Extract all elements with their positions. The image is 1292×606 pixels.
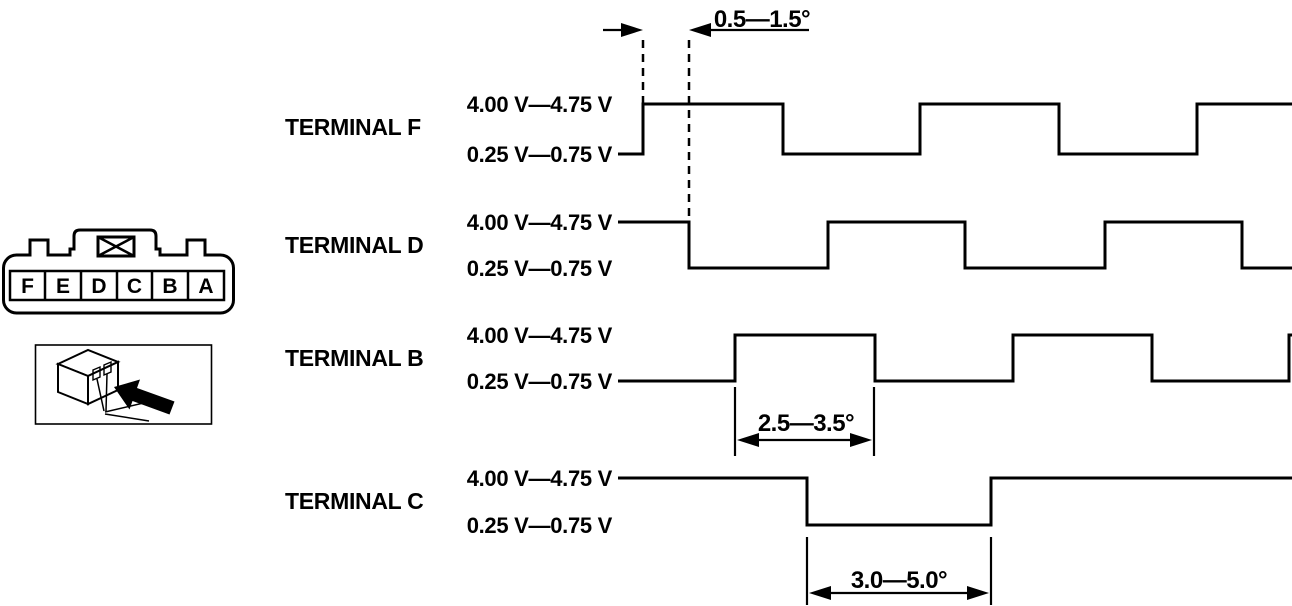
arrowhead-icon	[737, 433, 759, 447]
probe-wire	[96, 378, 105, 412]
lock-box-diagonal	[97, 235, 135, 258]
arrowhead-icon	[621, 23, 643, 37]
press-direction-arrow-icon	[114, 379, 175, 415]
terminal-b-pulse-width-label: 2.5—3.5°	[758, 410, 854, 437]
probe-lead	[104, 413, 150, 422]
terminal-d-label: TERMINAL D	[285, 232, 423, 258]
pin-label-c: C	[127, 275, 142, 298]
terminal-slot	[103, 360, 112, 377]
terminal-c-pulse-width-label: 3.0—5.0°	[851, 567, 947, 594]
arrowhead-icon	[689, 23, 711, 37]
terminal-b-high-voltage-label: 4.00 V—4.75 V	[467, 323, 613, 348]
terminal-b-label: TERMINAL B	[285, 345, 423, 371]
terminal-f-low-voltage-label: 0.25 V—0.75 V	[467, 142, 613, 167]
terminal-f-label: TERMINAL F	[285, 114, 421, 140]
terminal-f-high-voltage-label: 4.00 V—4.75 V	[467, 92, 613, 117]
connector-left-tab	[28, 238, 50, 257]
pin-label-d: D	[91, 275, 106, 298]
waveform-terminal-b	[618, 333, 1292, 383]
waveform-terminal-c	[618, 476, 1292, 527]
phase-offset-dimension-label: 0.5—1.5°	[714, 6, 810, 33]
dimension-annotations	[603, 23, 993, 605]
arrowhead-icon	[967, 586, 989, 600]
waveform-terminal-d	[618, 220, 1292, 270]
dimension-annotation	[805, 537, 993, 605]
pin-label-f: F	[21, 275, 34, 298]
terminal-b-low-voltage-label: 0.25 V—0.75 V	[467, 369, 613, 394]
connector-right-tab	[185, 238, 207, 257]
probe-wire	[105, 373, 108, 412]
connector-pinout-drawing: F E D C B A	[2, 228, 235, 315]
backprobe-icon	[34, 344, 213, 425]
pin-label-a: A	[198, 275, 213, 298]
waveform-terminal-f	[618, 102, 1292, 156]
dimension-annotation	[733, 387, 876, 456]
dimension-annotation	[603, 23, 809, 37]
terminal-c-low-voltage-label: 0.25 V—0.75 V	[467, 513, 613, 538]
terminal-c-label: TERMINAL C	[285, 488, 423, 514]
backprobe-icon-frame	[34, 344, 213, 425]
terminal-d-high-voltage-label: 4.00 V—4.75 V	[467, 210, 613, 235]
terminal-waveforms	[618, 102, 1292, 527]
arrowhead-icon	[850, 433, 872, 447]
pin-label-e: E	[56, 275, 70, 298]
terminal-c-high-voltage-label: 4.00 V—4.75 V	[467, 466, 613, 491]
phase-guide-lines	[641, 40, 691, 222]
terminal-d-low-voltage-label: 0.25 V—0.75 V	[467, 256, 613, 281]
row-labels: TERMINAL F 4.00 V—4.75 V 0.25 V—0.75 V T…	[285, 6, 948, 594]
terminal-slot	[92, 365, 101, 382]
arrowhead-icon	[809, 586, 831, 600]
pin-label-b: B	[162, 275, 177, 298]
